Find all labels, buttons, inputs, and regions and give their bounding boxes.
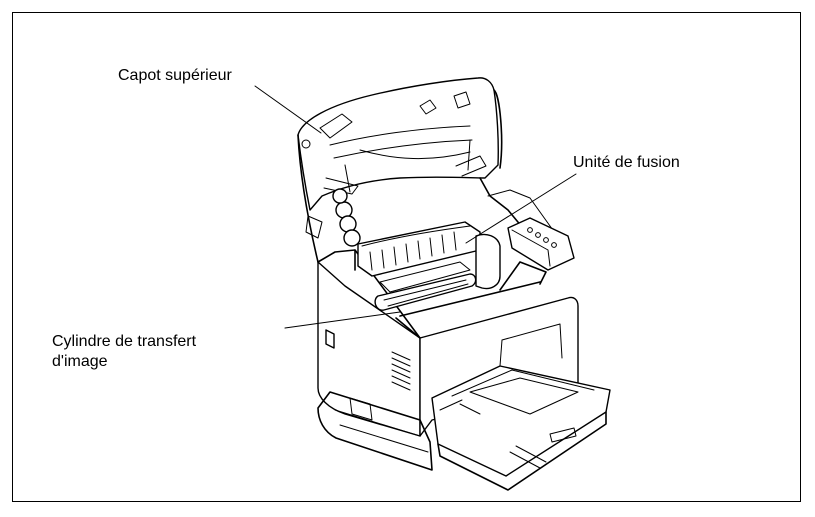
leader-top-cover [254, 85, 322, 134]
label-transfer-roller-line2: d'image [52, 353, 108, 370]
figure-frame [12, 12, 801, 502]
label-transfer-roller-line1: Cylindre de transfert [52, 333, 197, 350]
label-top-cover: Capot supérieur [118, 67, 232, 84]
indicator-led-3 [543, 237, 549, 243]
transfer-roller [374, 273, 477, 311]
leader-transfer-roller [284, 311, 401, 329]
leader-fuser-unit [465, 173, 577, 244]
internal-mechanism [332, 177, 561, 339]
top-cover [297, 77, 503, 263]
vent-slots [391, 351, 411, 391]
paper-tray [431, 323, 611, 491]
indicator-led-2 [535, 232, 541, 238]
label-fuser-unit: Unité de fusion [573, 154, 680, 171]
label-transfer-roller: Cylindre de transfert d'image [52, 332, 196, 372]
leader-lines [254, 85, 577, 329]
control-panel [507, 217, 575, 271]
indicator-led-1 [527, 227, 533, 233]
indicator-led-4 [551, 242, 557, 248]
